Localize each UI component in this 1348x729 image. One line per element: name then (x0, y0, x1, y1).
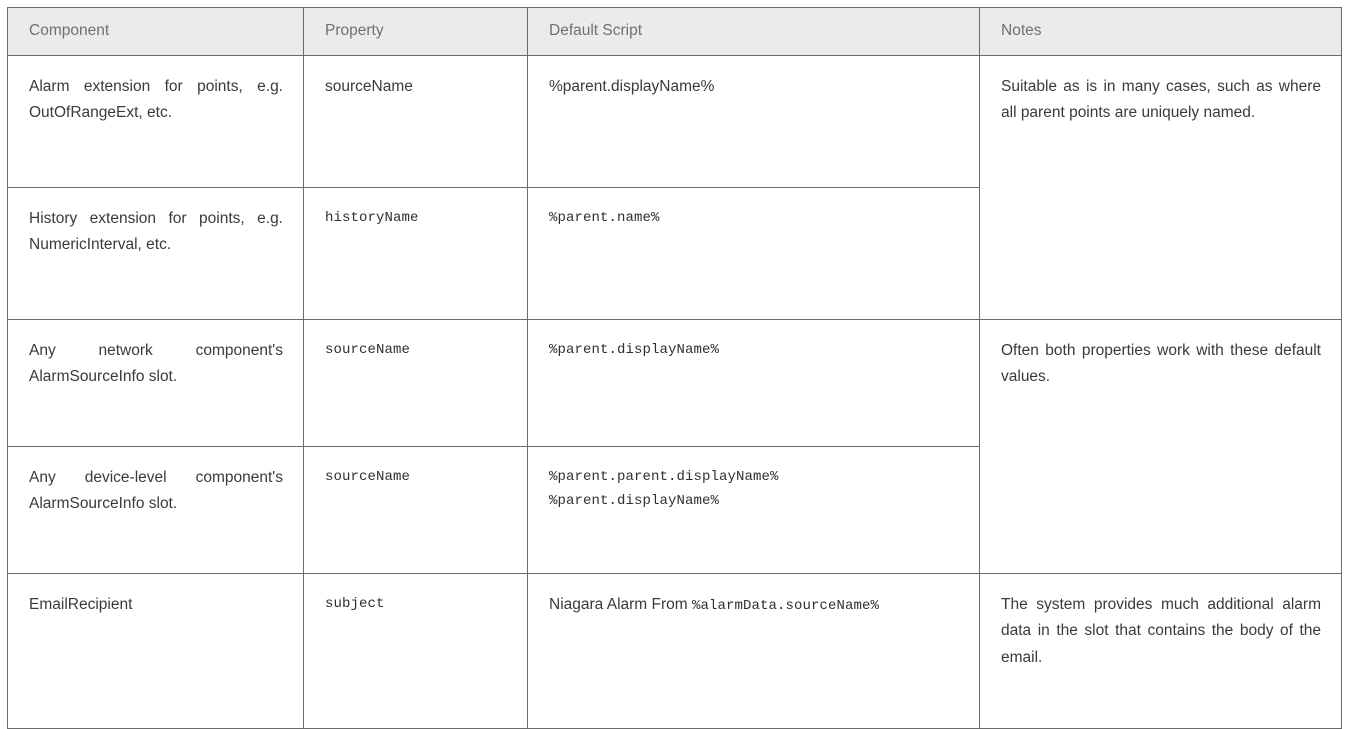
table-row: History extension for points, e.g. Numer… (7, 186, 1342, 320)
cell-property: sourceName (303, 445, 528, 574)
script-line: %parent.displayName% (549, 492, 720, 509)
table-header-row: Component Property Default Script Notes (7, 7, 1342, 56)
cell-property: historyName (303, 186, 528, 320)
script-line: %parent.displayName% (549, 341, 720, 358)
script-defaults-table: Component Property Default Script Notes … (7, 7, 1342, 729)
cell-notes: Suitable as is in many cases, such as wh… (979, 54, 1342, 320)
cell-default-script: Niagara Alarm From %alarmData.sourceName… (527, 572, 980, 729)
cell-property: sourceName (303, 54, 528, 188)
property-text: historyName (325, 209, 419, 226)
cell-notes: Often both properties work with these de… (979, 318, 1342, 574)
component-text: Any network component's AlarmSourceInfo … (29, 341, 283, 386)
component-text: History extension for points, e.g. Numer… (29, 209, 283, 254)
script-line: Niagara Alarm From %alarmData.sourceName… (549, 595, 880, 614)
cell-default-script: %parent.displayName% (527, 54, 980, 188)
script-line: %parent.displayName% (549, 77, 715, 95)
script-line: %parent.name% (549, 209, 660, 226)
cell-property: sourceName (303, 318, 528, 447)
script-defaults-table-container: Component Property Default Script Notes … (7, 7, 1342, 729)
cell-component: Any device-level component's AlarmSource… (7, 445, 304, 574)
script-prefix-text: Niagara Alarm From (549, 595, 692, 613)
property-text: subject (325, 595, 385, 612)
column-header-notes: Notes (979, 7, 1342, 56)
cell-component: Any network component's AlarmSourceInfo … (7, 318, 304, 447)
cell-notes: The system provides much additional alar… (979, 572, 1342, 729)
cell-property: subject (303, 572, 528, 729)
cell-component: EmailRecipient (7, 572, 304, 729)
property-text: sourceName (325, 341, 411, 358)
table-row: Any network component's AlarmSourceInfo … (7, 318, 1342, 574)
notes-text: Often both properties work with these de… (1001, 341, 1321, 386)
table-header: Component Property Default Script Notes (7, 7, 1342, 56)
column-header-default-script: Default Script (527, 7, 980, 56)
property-text: sourceName (325, 77, 413, 95)
table-row: Any device-level component's AlarmSource… (7, 445, 1342, 574)
column-header-component: Component (7, 7, 304, 56)
notes-text: The system provides much additional alar… (1001, 595, 1321, 666)
cell-component: History extension for points, e.g. Numer… (7, 186, 304, 320)
table-row: EmailRecipient subject Niagara Alarm Fro… (7, 572, 1342, 729)
component-text: EmailRecipient (29, 595, 133, 613)
column-header-property: Property (303, 7, 528, 56)
component-text: Alarm extension for points, e.g. OutOfRa… (29, 77, 283, 122)
component-text: Any device-level component's AlarmSource… (29, 468, 283, 513)
script-line: %parent.parent.displayName% (549, 468, 779, 485)
cell-default-script: %parent.displayName% (527, 318, 980, 447)
script-token-text: %alarmData.sourceName% (691, 597, 880, 614)
cell-component: Alarm extension for points, e.g. OutOfRa… (7, 54, 304, 188)
cell-default-script: %parent.parent.displayName% %parent.disp… (527, 445, 980, 574)
cell-default-script: %parent.name% (527, 186, 980, 320)
table-body: Alarm extension for points, e.g. OutOfRa… (7, 54, 1342, 729)
property-text: sourceName (325, 468, 411, 485)
notes-text: Suitable as is in many cases, such as wh… (1001, 77, 1321, 122)
table-row: Alarm extension for points, e.g. OutOfRa… (7, 54, 1342, 320)
